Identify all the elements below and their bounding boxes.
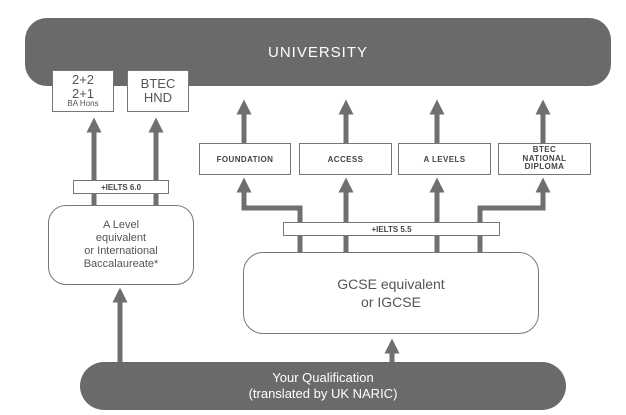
university-label: UNIVERSITY (267, 43, 368, 61)
arrow-gcse-to-btec-national (477, 177, 551, 252)
route-access: ACCESS (299, 143, 392, 175)
gcse-line-1: GCSE equivalent (337, 275, 445, 292)
route-foundation: FOUNDATION (199, 143, 291, 175)
route-national-line: NATIONAL (522, 153, 567, 163)
route-diploma-line: DIPLOMA (524, 162, 565, 172)
qualification-line-1: Your Qualification (272, 369, 374, 385)
alevel-line-1: A Level (102, 218, 140, 231)
box-2plus2-line: 2+2 (71, 72, 95, 88)
ielts-6-label: +IELTS 6.0 (73, 180, 169, 194)
route-a-levels-label: A LEVELS (423, 154, 466, 164)
alevel-line-2: equivalent (95, 231, 147, 244)
box-hnd-line: HND (143, 90, 173, 105)
route-a-levels: A LEVELS (398, 143, 491, 175)
route-btec-national-diploma: BTEC NATIONAL DIPLOMA (498, 143, 591, 175)
alevel-line-3: or International (84, 245, 158, 257)
route-btec-line: BTEC (532, 144, 557, 154)
box-2plus1-line: 2+1 (71, 85, 95, 101)
route-foundation-label: FOUNDATION (216, 154, 274, 164)
a-level-equivalent-box: A Level equivalent or International Bacc… (48, 205, 194, 285)
your-qualification-box: Your Qualification (translated by UK NAR… (80, 362, 566, 410)
gcse-equivalent-box: GCSE equivalent or IGCSE (243, 252, 539, 334)
box-btec-hnd: BTEC HND (127, 70, 189, 112)
box-2plus2-ba-hons: 2+2 2+1 BA Hons (52, 70, 114, 112)
qualification-line-2: (translated by UK NARIC) (248, 386, 398, 401)
university-box: UNIVERSITY (25, 18, 611, 86)
ielts-5-5-label: +IELTS 5.5 (283, 222, 500, 236)
gcse-line-2: or IGCSE (361, 294, 421, 310)
arrow-gcse-to-foundation (236, 177, 303, 252)
ielts-6-text: +IELTS 6.0 (100, 182, 142, 192)
ielts-5-5-text: +IELTS 5.5 (371, 224, 412, 234)
box-btec-line: BTEC (140, 75, 176, 91)
box-ba-hons-line: BA Hons (67, 99, 99, 109)
route-access-label: ACCESS (327, 154, 364, 164)
alevel-line-4: Baccalaureate* (83, 258, 159, 271)
